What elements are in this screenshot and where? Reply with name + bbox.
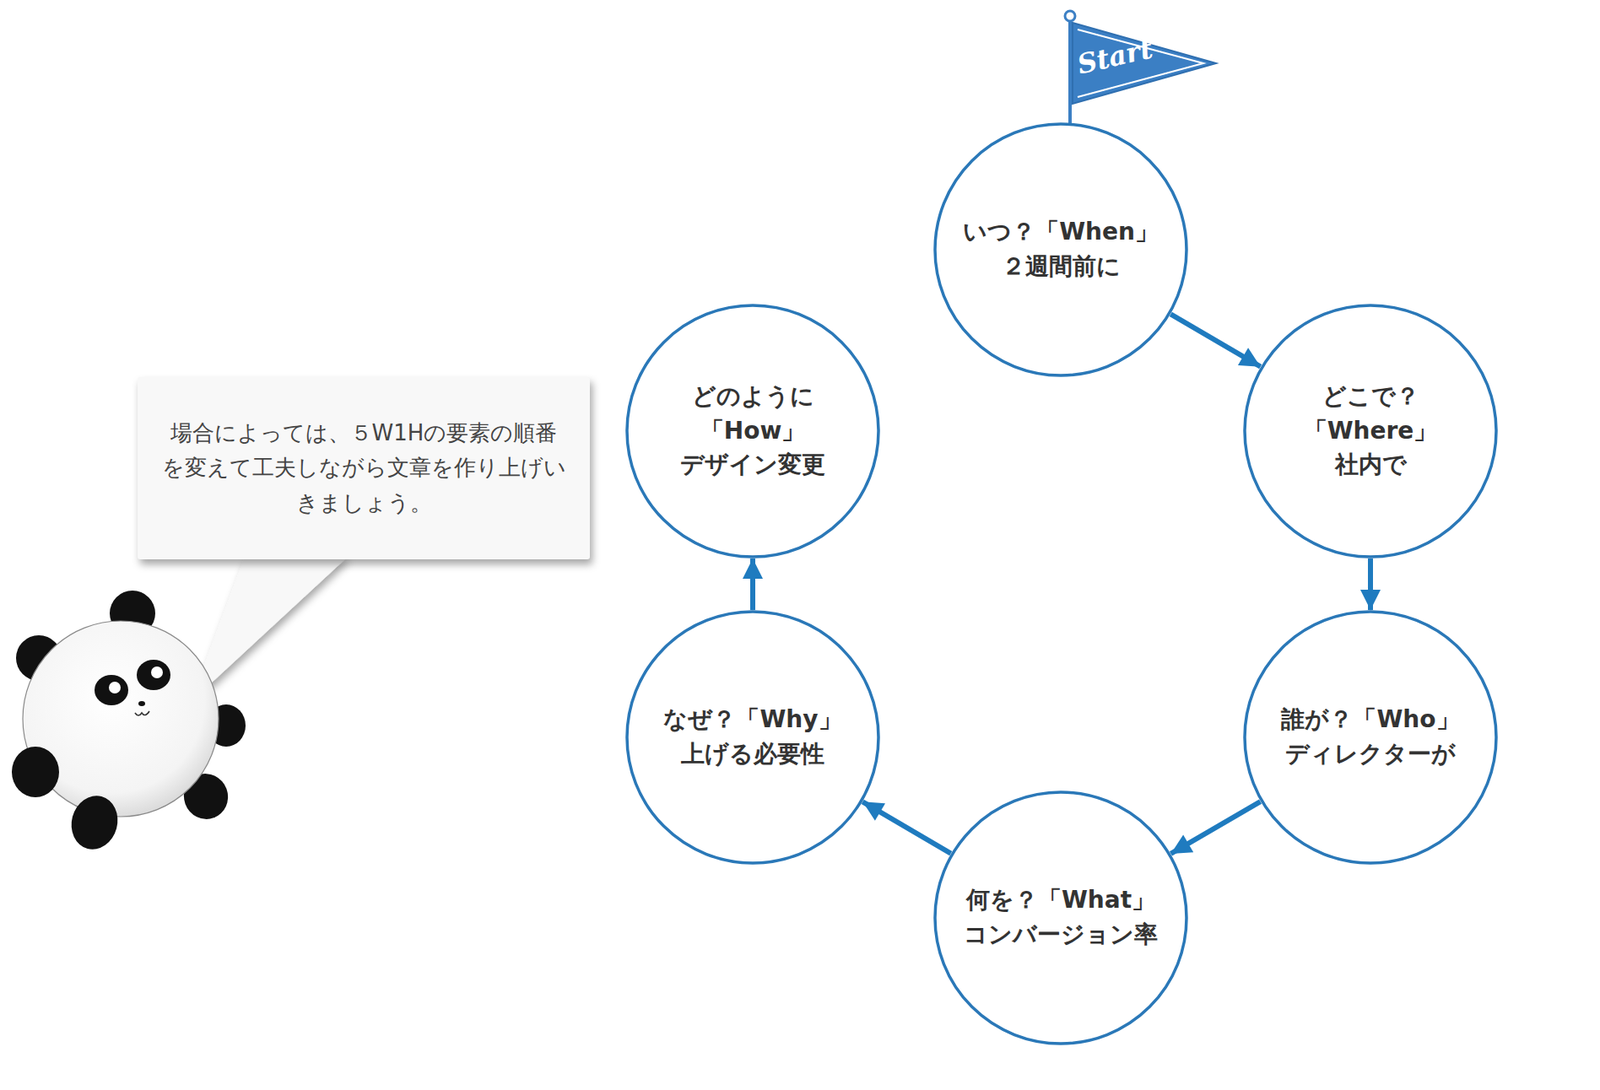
panda-eye bbox=[151, 666, 163, 679]
panda-mascot bbox=[11, 590, 246, 855]
step-circle: どのように 「How」デザイン変更 bbox=[625, 303, 881, 559]
flow-arrow bbox=[1170, 801, 1260, 855]
start-flag bbox=[1064, 10, 1217, 124]
step-text: なぜ？「Why」 bbox=[658, 702, 847, 738]
text-area: なぜ？「Why」上げる必要性 bbox=[625, 610, 881, 865]
flow-arrow bbox=[862, 801, 951, 854]
text-area: 誰が？「Who」ディレクターが bbox=[1243, 610, 1498, 865]
circle-border bbox=[935, 792, 1187, 1044]
step-circle: 何を？「What」コンバージョン率 bbox=[933, 790, 1189, 1046]
circle-outline bbox=[933, 790, 1189, 1046]
step-circle: いつ？「When」２週間前に bbox=[933, 122, 1189, 378]
panda-eye bbox=[108, 681, 121, 694]
step-text: ディレクターが bbox=[1280, 737, 1461, 773]
step-text: 誰が？「Who」 bbox=[1275, 702, 1465, 738]
text-area: いつ？「When」２週間前に bbox=[933, 122, 1189, 378]
step-text: いつ？「When」 bbox=[957, 215, 1164, 250]
circle-outline bbox=[933, 122, 1189, 378]
circle-border bbox=[1244, 611, 1497, 864]
circle-outline bbox=[1243, 610, 1498, 865]
text-area: 場合によっては、５W1Hの要素の順番を変えて工夫しながら文章を作り上げいきましょ… bbox=[137, 377, 590, 560]
flag-pole bbox=[1068, 18, 1072, 124]
text-area: どのように 「How」デザイン変更 bbox=[625, 303, 881, 559]
circle-border bbox=[935, 124, 1187, 376]
panda-eye-patch bbox=[136, 659, 171, 691]
flow-arrow bbox=[1170, 313, 1260, 367]
circle-outline bbox=[625, 610, 881, 865]
panda-mouth bbox=[135, 711, 150, 716]
step-text: デザイン変更 bbox=[675, 448, 831, 483]
callout-box: 場合によっては、５W1Hの要素の順番を変えて工夫しながら文章を作り上げいきましょ… bbox=[137, 377, 590, 560]
flag-cloth bbox=[1072, 22, 1217, 104]
step-text: どのように 「How」 bbox=[637, 379, 869, 449]
step-circle: どこで？「Where」社内で bbox=[1243, 303, 1498, 559]
text-area: どこで？「Where」社内で bbox=[1243, 303, 1498, 559]
callout-tail bbox=[190, 556, 348, 703]
step-text: どこで？「Where」 bbox=[1254, 379, 1487, 449]
panda-eye-patch bbox=[94, 675, 129, 706]
panda-nose bbox=[138, 701, 146, 707]
callout-text: 場合によっては、５W1Hの要素の順番を変えて工夫しながら文章を作り上げいきましょ… bbox=[161, 416, 567, 522]
flag-knob bbox=[1064, 10, 1076, 22]
step-circle: 誰が？「Who」ディレクターが bbox=[1243, 610, 1498, 865]
circle-border bbox=[627, 305, 879, 557]
step-text: 社内で bbox=[1329, 448, 1412, 483]
circle-border bbox=[1244, 305, 1497, 557]
step-text: コンバージョン率 bbox=[958, 918, 1163, 953]
step-text: ２週間前に bbox=[996, 249, 1126, 285]
text-area: 何を？「What」コンバージョン率 bbox=[933, 790, 1189, 1046]
step-text: 上げる必要性 bbox=[675, 737, 830, 773]
step-text: 何を？「What」 bbox=[961, 883, 1161, 919]
circle-border bbox=[627, 611, 879, 864]
flow-arrow bbox=[750, 558, 756, 611]
panda-foot bbox=[11, 746, 60, 798]
flow-arrow bbox=[1367, 558, 1373, 611]
step-circle: なぜ？「Why」上げる必要性 bbox=[625, 610, 881, 865]
panda-foot bbox=[65, 790, 125, 855]
